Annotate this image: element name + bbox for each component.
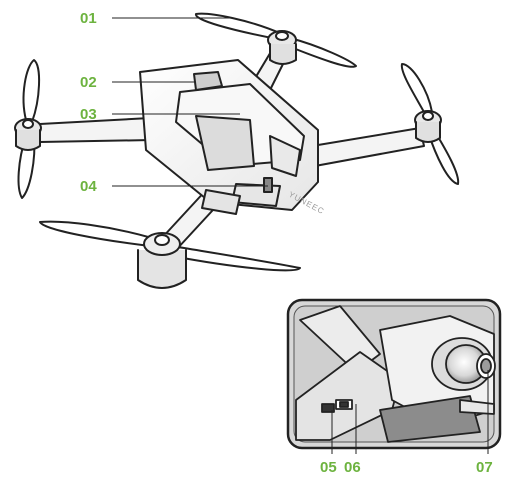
callout-leaders xyxy=(112,17,489,454)
callout-04: 04 xyxy=(80,178,97,195)
drone-body xyxy=(139,59,319,215)
callout-07: 07 xyxy=(476,459,493,476)
propeller-rear-right xyxy=(195,12,357,68)
callout-02: 02 xyxy=(80,74,97,91)
propeller-front-right xyxy=(400,63,460,185)
propeller-rear-left xyxy=(14,59,42,199)
inset-underside-view xyxy=(286,298,502,450)
callout-06: 06 xyxy=(344,459,361,476)
drone xyxy=(14,12,460,289)
callout-01: 01 xyxy=(80,10,97,27)
callout-05: 05 xyxy=(320,459,337,476)
callout-03: 03 xyxy=(80,106,97,123)
propeller-front-left xyxy=(39,220,301,289)
